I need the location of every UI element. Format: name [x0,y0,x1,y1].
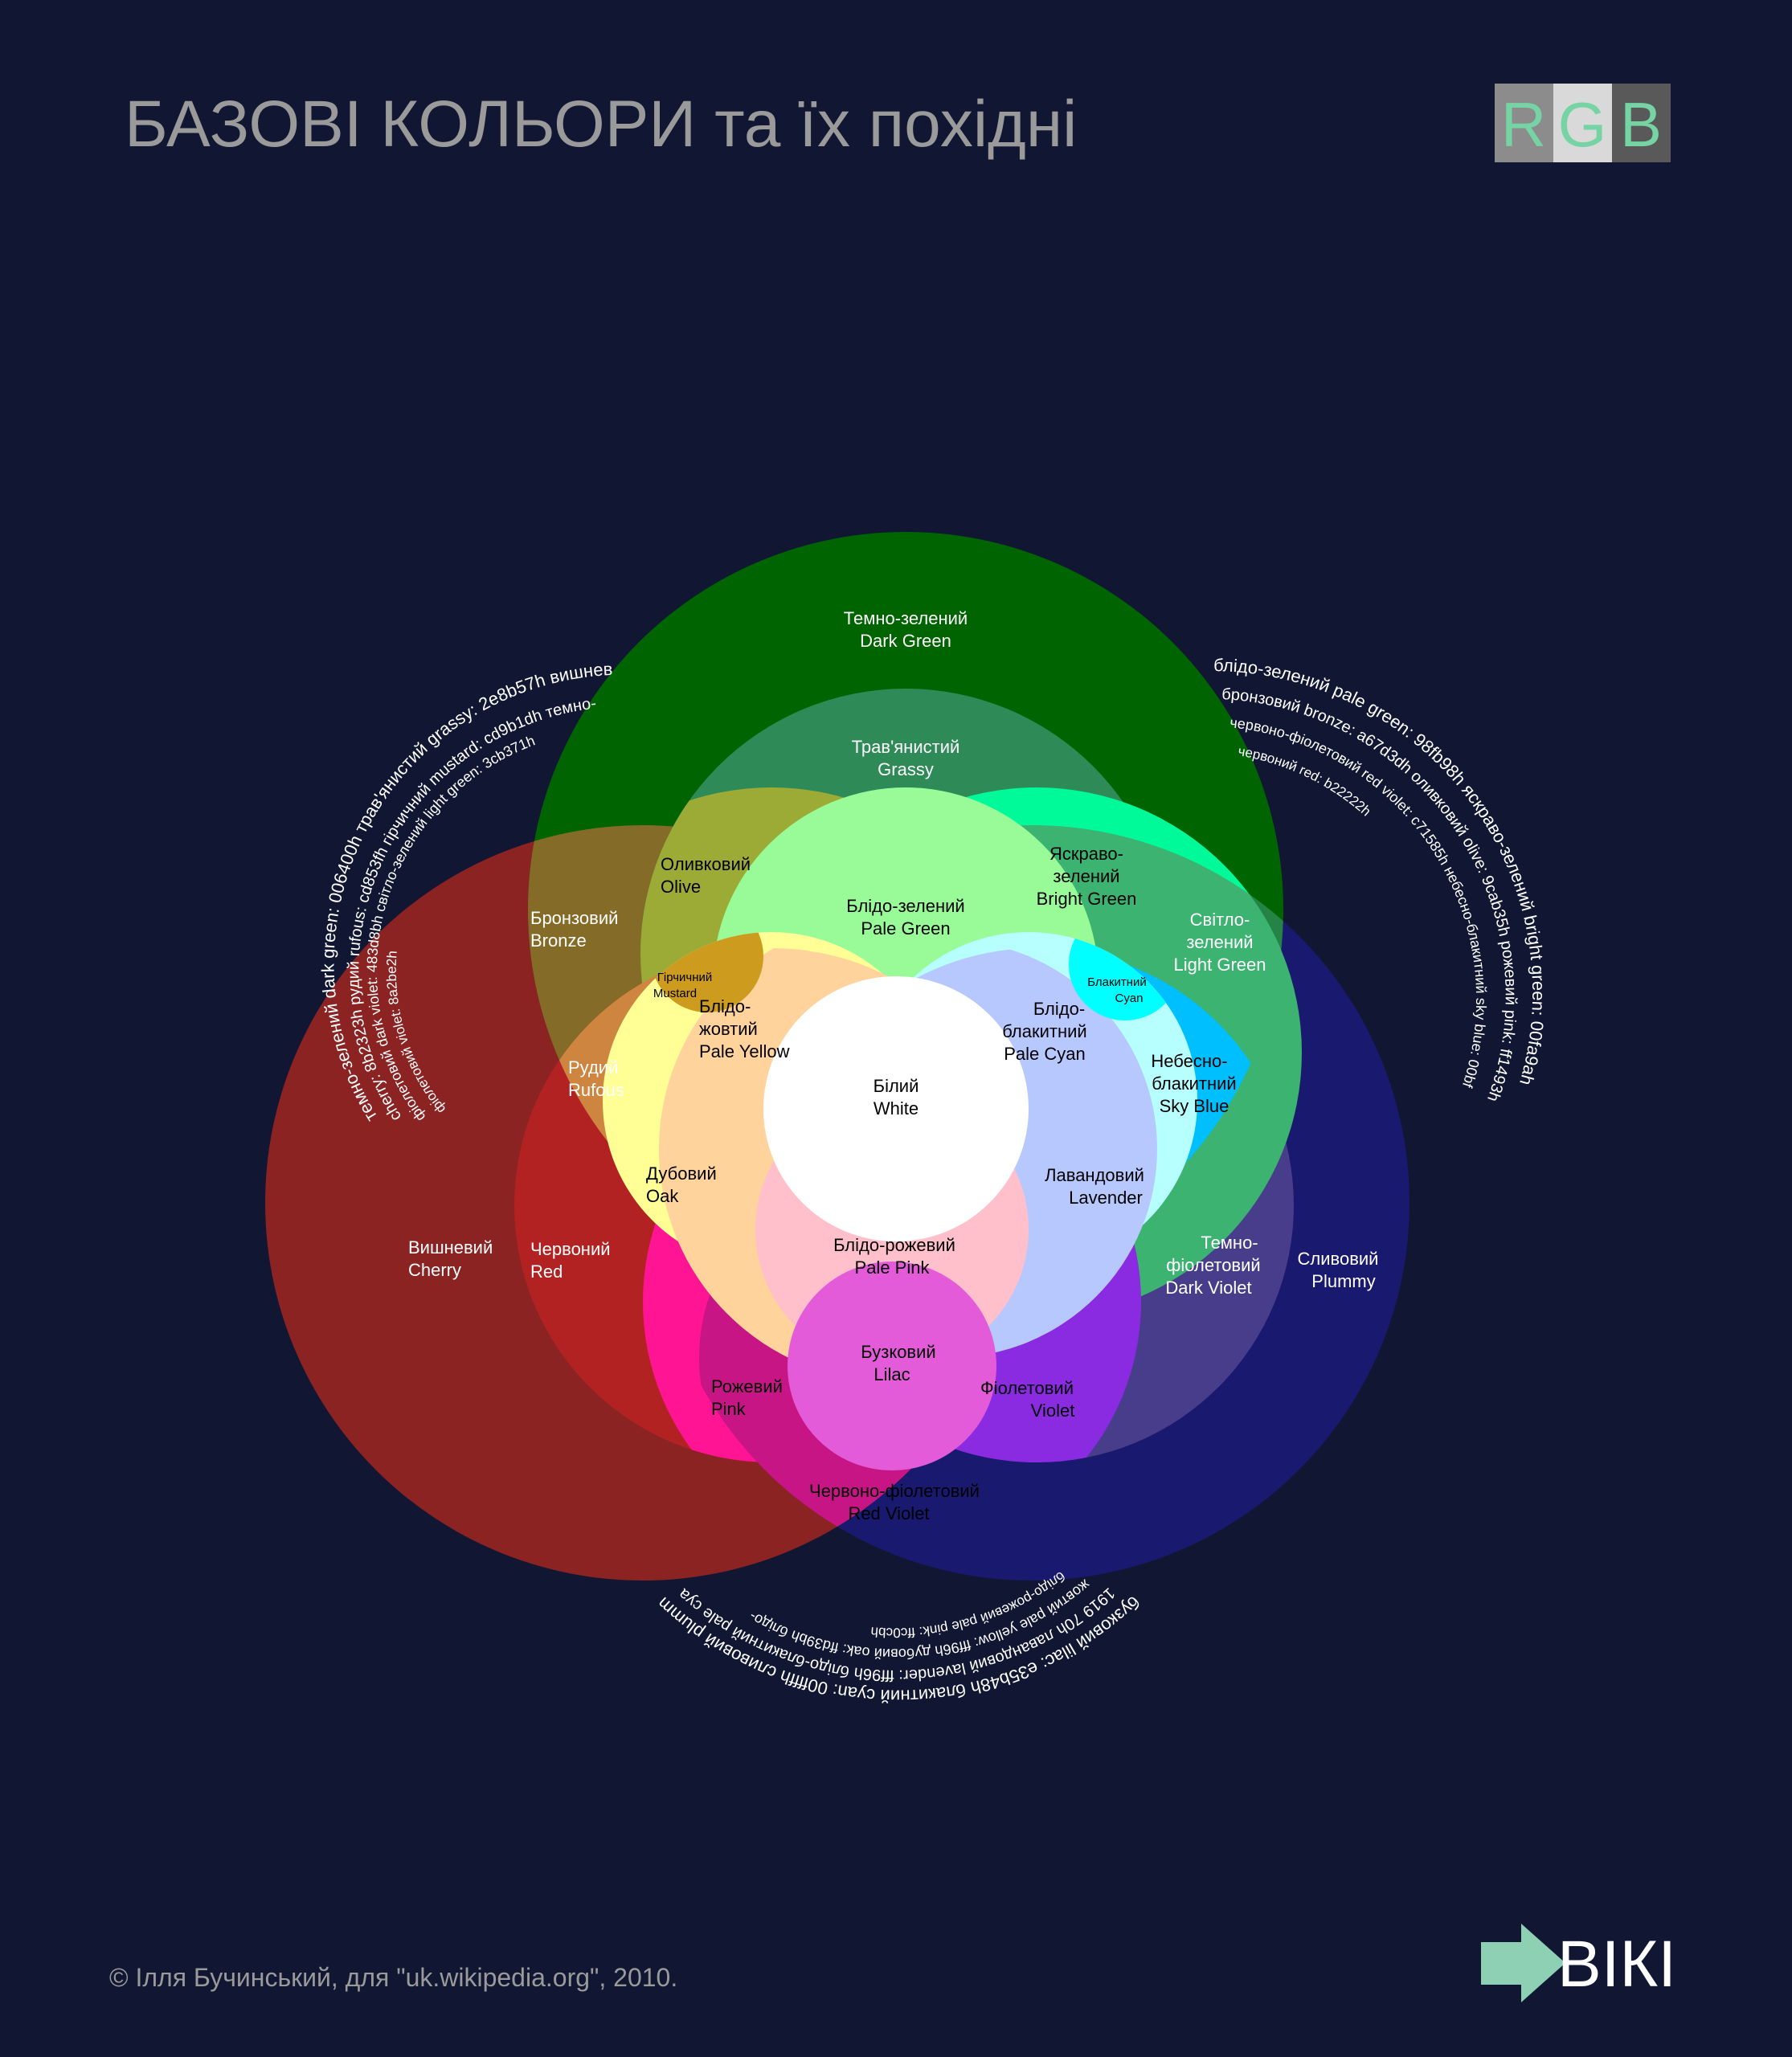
wiki-logo-text: ВІКІ [1557,1928,1676,2001]
wiki-logo[interactable]: ВІКІ [1481,1924,1676,2002]
white-center [763,976,1029,1241]
rgb-badge-g: G [1558,89,1607,160]
page-title: БАЗОВІ КОЛЬОРИ та їх похідні [125,88,1077,161]
rgb-badge-r: R [1501,89,1546,160]
rgb-badge: R G B [1495,84,1671,162]
rgb-badge-b: B [1620,89,1662,160]
footer-credit: © Ілля Бучинський, для "uk.wikipedia.org… [109,1963,677,1992]
arrow-icon [1481,1924,1565,2002]
